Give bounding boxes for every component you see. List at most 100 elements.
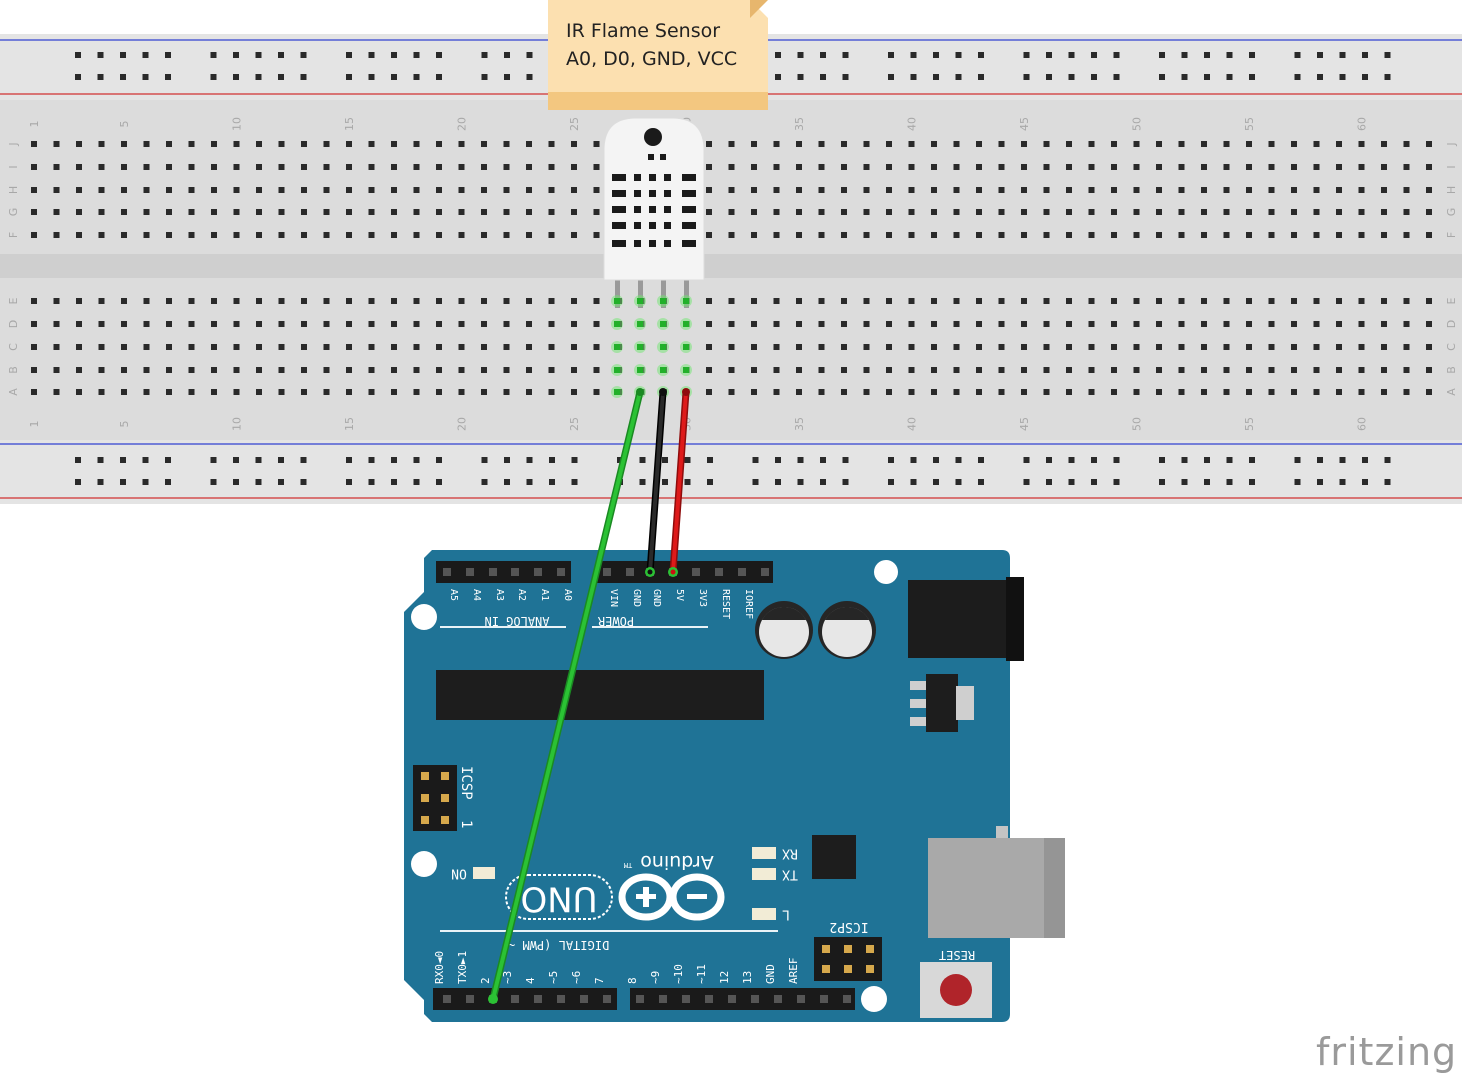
row-letter-label: C [1445,343,1458,351]
column-number-label: 5 [118,121,131,128]
column-number-label: 50 [1131,117,1144,131]
rx-led-label: RX [782,846,798,861]
column-number-label: 40 [906,417,919,431]
column-number-label: 55 [1243,417,1256,431]
analog-pin-label: A2 [516,589,527,601]
row-letter-label: H [1445,186,1458,194]
row-letter-label: A [1445,388,1458,396]
digital-pin-label: TX0►1 [456,951,469,984]
tx-led-label: TX [782,867,798,882]
column-number-label: 10 [231,417,244,431]
row-letter-label: I [7,165,20,168]
digital-pin-label: 4 [524,977,537,984]
sensor-note: IR Flame Sensor A0, D0, GND, VCC [548,0,768,110]
power-pin-label: 3V3 [697,589,708,607]
digital-pin-label: ~10 [672,964,685,984]
row-letter-label: I [1445,165,1458,168]
breadboard-labels: 1155101015152020252530303535404045455050… [7,117,1458,431]
icsp2-label: ICSP2 [829,919,868,934]
microcontroller-chip [436,670,764,720]
row-letter-label: F [1445,232,1458,238]
row-letter-label: E [7,297,20,304]
analog-pin-label: A3 [494,589,505,601]
brand-label: Arduino [640,851,714,873]
digital-pin-label: RX0◄0 [433,951,446,984]
digital-pin-label: GND [764,964,777,984]
column-number-label: 25 [568,117,581,131]
sensor-module [603,117,705,308]
fritzing-watermark: fritzing [1316,1030,1458,1074]
column-number-label: 45 [1018,417,1031,431]
digital-pin-label: 8 [626,977,639,984]
column-number-label: 20 [456,417,469,431]
column-number-label: 40 [906,117,919,131]
column-number-label: 25 [568,417,581,431]
connected-holes [611,295,692,398]
digital-pin-label: ~3 [501,971,514,984]
column-number-label: 5 [118,421,131,428]
digital-pin-label: AREF [787,958,800,985]
analog-pin-label: A5 [448,589,459,601]
column-number-label: 60 [1356,417,1369,431]
digital-pin-label: ~5 [547,971,560,984]
power-pin-label: RESET [720,589,731,619]
l-led-label: L [782,907,790,922]
row-letter-label: J [1445,142,1458,146]
column-number-label: 15 [343,417,356,431]
column-number-label: 55 [1243,117,1256,131]
analog-pin-label: A1 [539,589,550,601]
digital-pin-label: 7 [593,977,606,984]
wires [488,388,690,1004]
power-label: POWER [597,614,634,628]
digital-label: DIGITAL (PWM ~) [501,938,609,952]
icsp-pin1-label: 1 [458,820,474,828]
row-letter-label: F [7,232,20,238]
note-line-2: A0, D0, GND, VCC [566,48,738,70]
row-letter-label: B [1445,366,1458,374]
digital-pin-label: 12 [718,971,731,984]
column-number-label: 35 [793,417,806,431]
digital-pin-label: 13 [741,971,754,984]
column-number-label: 10 [231,117,244,131]
column-number-label: 1 [28,121,41,128]
analog-pin-label: A4 [471,589,482,601]
sensor-legs [615,276,689,308]
column-number-label: 15 [343,117,356,131]
row-letter-label: C [7,343,20,351]
note-line-1: IR Flame Sensor [566,20,721,42]
row-letter-label: E [1445,297,1458,304]
column-number-label: 45 [1018,117,1031,131]
digital-pin-label: ~9 [649,971,662,984]
row-letter-label: J [7,142,20,146]
digital-pin-label: 2 [479,977,492,984]
row-letter-label: D [7,320,20,328]
arduino-board [404,550,1065,1022]
tm-label: TM [624,861,632,869]
power-pin-label: VIN [608,589,619,607]
reset-label: RESET [939,948,975,962]
row-letter-label: G [1445,208,1458,217]
arduino-logo [618,873,725,921]
power-pin-label: IOREF [743,589,754,619]
power-pin-label: GND [631,589,642,607]
analog-in-label: ANALOG IN [484,614,549,628]
power-pin-label: GND [651,589,662,607]
column-number-label: 1 [28,421,41,428]
column-number-label: 60 [1356,117,1369,131]
column-number-label: 20 [456,117,469,131]
digital-pin-label: ~11 [695,964,708,984]
analog-pin-label: A0 [562,589,573,601]
row-letter-label: B [7,366,20,374]
model-label: UNO [520,879,597,919]
row-letter-label: H [7,186,20,194]
row-letter-label: D [1445,320,1458,328]
column-number-label: 35 [793,117,806,131]
on-led-label: ON [451,866,467,881]
column-number-label: 50 [1131,417,1144,431]
icsp-label: ICSP [458,766,474,800]
digital-pin-label: ~6 [570,971,583,984]
power-pin-label: 5V [674,589,685,601]
row-letter-label: A [7,388,20,396]
row-letter-label: G [7,208,20,217]
